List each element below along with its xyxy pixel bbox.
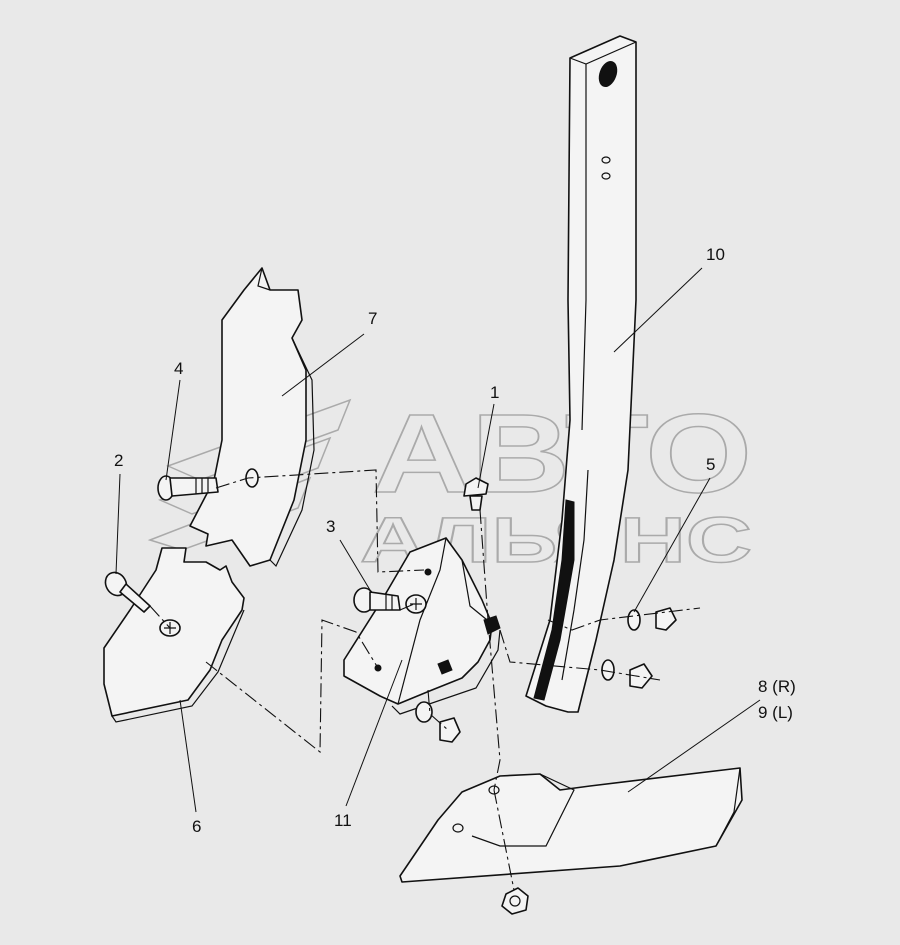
callout-2: 2 — [114, 451, 123, 470]
assembly-lines — [149, 469, 701, 891]
callout-11: 11 — [334, 811, 352, 830]
part-7 — [189, 267, 315, 568]
part-6 — [103, 547, 245, 723]
nut-bottom — [501, 887, 529, 915]
callout-1: 1 — [490, 383, 499, 402]
callout-3: 3 — [326, 517, 335, 536]
callout-labels: 1 2 3 4 5 6 7 8 (R) 9 (L) 10 11 — [114, 245, 796, 836]
watermark-line1: АВТО — [372, 391, 752, 516]
part-11 — [343, 537, 501, 715]
callout-7: 7 — [368, 309, 377, 328]
callout-4: 4 — [174, 359, 183, 378]
washer-nut-11 — [415, 701, 461, 743]
watermark: АВТО АЛЬЯНС — [147, 390, 753, 577]
leader-lines — [115, 267, 761, 813]
callout-10: 10 — [706, 245, 725, 264]
part-8-9-share — [399, 767, 743, 883]
bolt-3 — [353, 587, 401, 613]
callout-8: 8 (R) — [758, 677, 796, 696]
bolt-4 — [157, 475, 219, 501]
callout-9: 9 (L) — [758, 703, 793, 722]
callout-5: 5 — [706, 455, 715, 474]
callout-6: 6 — [192, 817, 201, 836]
part-10-shank — [525, 35, 637, 713]
washers-nuts-5 — [601, 607, 677, 689]
